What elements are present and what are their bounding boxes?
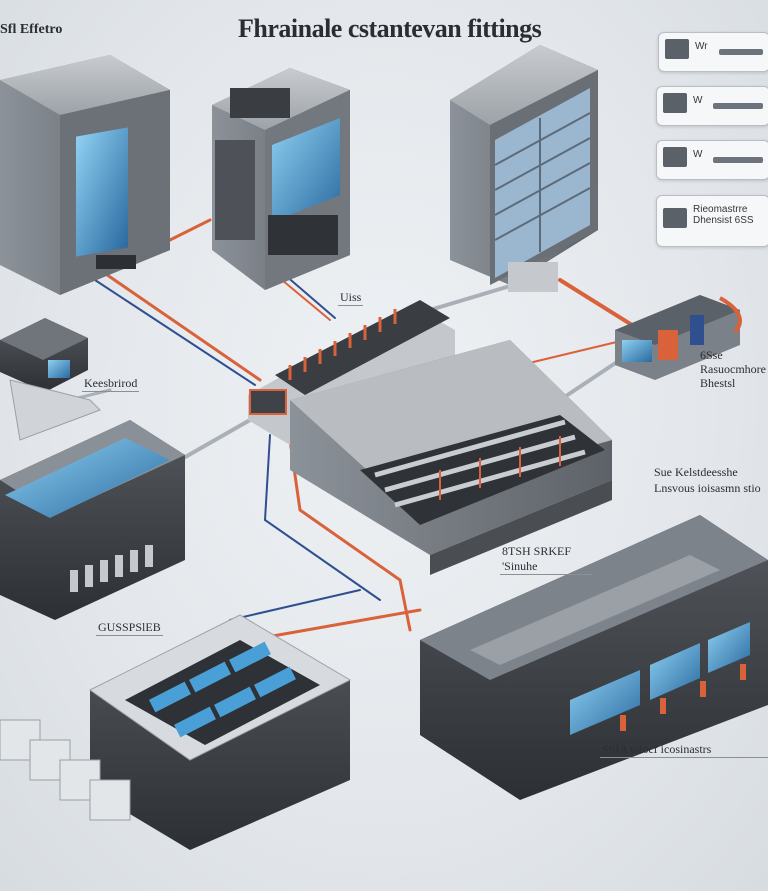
cable-blue: [263, 434, 381, 601]
thumbnail-icon: [663, 93, 687, 113]
label-top-mid: Uiss: [338, 290, 364, 306]
cable-gray: [178, 418, 252, 462]
central-unit: [290, 340, 612, 575]
info-card-2: W: [656, 86, 768, 126]
cabinet-top-left: [0, 55, 170, 295]
cable-blue: [284, 274, 336, 319]
info-card-1: Wr: [658, 32, 768, 72]
card-text: W: [693, 149, 703, 160]
corner-label: Sfl Effetro: [0, 22, 63, 37]
info-card-3: W: [656, 140, 768, 180]
drive-bays: [494, 88, 591, 278]
diagram-title: Fhrainale cstantevan fittings: [238, 14, 542, 43]
label-left-mid: Keesbrirod: [82, 376, 140, 392]
label-bottom-right: SSIA tatocf icosinastrs: [600, 742, 768, 758]
screen: [76, 127, 128, 257]
cable-blue: [229, 589, 361, 621]
device-small-left: [0, 318, 101, 441]
cabinet-top-middle: [212, 68, 350, 290]
thumbnail-icon: [663, 147, 687, 167]
card-text: Wr: [695, 41, 708, 52]
thumbnail-icon: [665, 39, 689, 59]
cabinet-top-right: [450, 45, 598, 292]
thumbnail-icon: [663, 208, 687, 228]
info-card-4: Rieomastrre Dhensist 6SS: [656, 195, 768, 247]
battery-rack-bottom-left: [0, 614, 352, 850]
label-right-top: 6Sse Rasuocmhore Bhestsl: [700, 348, 766, 390]
cable-gray: [558, 358, 622, 402]
cable-orange: [98, 268, 262, 382]
label-left-bottom: GUSSPSlEB: [96, 620, 163, 636]
monitor-unit-left: [0, 420, 185, 620]
cable-orange: [558, 278, 642, 332]
cable-orange: [248, 608, 422, 642]
battery-device-right: [615, 295, 742, 380]
cable-blue: [94, 279, 256, 386]
card-text: W: [693, 95, 703, 106]
card-text: Rieomastrre Dhensist 6SS: [693, 204, 754, 226]
server-bottom-right: [420, 515, 768, 800]
label-right-mid: Sue Kelstdeesshe Lnsvous ioisasmn stio: [654, 465, 761, 495]
cable-orange: [288, 438, 412, 632]
label-center-bottom: 8TSH SRKEF 'Sinuhe: [500, 544, 592, 575]
